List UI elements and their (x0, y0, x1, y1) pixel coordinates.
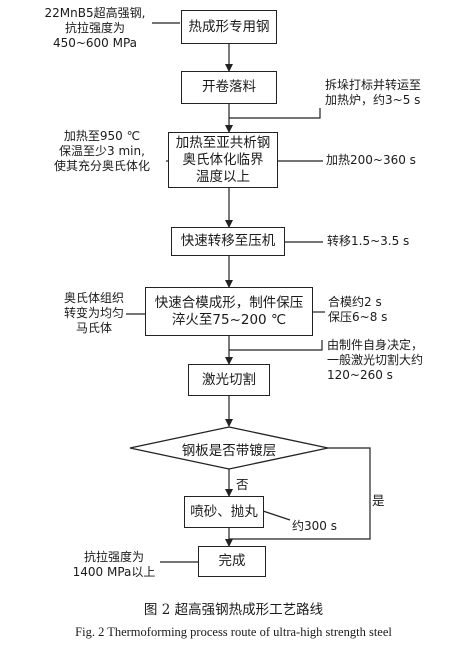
leader-blast-time (262, 510, 291, 521)
step-finish-label: 完成 (218, 553, 246, 569)
step-sandblast-label: 喷砂、抛丸 (190, 503, 258, 520)
step-sandblast: 喷砂、抛丸 (184, 496, 264, 528)
step-heating: 加热至亚共析钢 奥氏体化临界 温度以上 (168, 132, 278, 188)
note-heat-time: 加热200~360 s (326, 153, 416, 167)
arrow-yes-branch (229, 447, 371, 540)
step-uncoil-blank-label: 开卷落料 (202, 79, 256, 95)
step-special-steel-label: 热成形专用钢 (188, 18, 270, 35)
note-laser-time: 由制件自身决定， 一般激光切割大约 120~260 s (327, 338, 424, 382)
step-laser-cut: 激光切割 (188, 364, 270, 396)
step-fast-transfer: 快速转移至压机 (171, 227, 285, 256)
decision-coating (129, 426, 329, 470)
figure-caption-cn: 图 2 超高强钢热成形工艺路线 (143, 602, 324, 618)
figure-caption-en: Fig. 2 Thermoforming process route of ul… (75, 625, 392, 639)
note-material: 22MnB5超高强钢, 抗拉强度为 450~600 MPa (44, 6, 146, 50)
step-finish: 完成 (198, 546, 266, 577)
step-fast-transfer-label: 快速转移至压机 (180, 233, 276, 249)
note-heating: 加热至950 ℃ 保温至少3 min, 使其充分奥氏体化 (53, 129, 150, 173)
leader-laser-time (229, 340, 323, 351)
step-special-steel: 热成形专用钢 (181, 10, 277, 44)
step-press-quench: 快速合模成形，制件保压 淬火至75~200 ℃ (145, 287, 313, 336)
step-press-quench-label: 快速合模成形，制件保压 淬火至75~200 ℃ (154, 294, 304, 328)
note-unstack: 拆垛打标并转运至 加热炉，约3~5 s (325, 78, 422, 107)
note-blast-time: 约300 s (292, 519, 337, 533)
step-laser-cut-label: 激光切割 (202, 371, 256, 388)
note-transfer-time: 转移1.5~3.5 s (327, 234, 410, 248)
branch-no-label: 否 (236, 477, 249, 492)
step-heating-label: 加热至亚共析钢 奥氏体化临界 温度以上 (175, 134, 271, 185)
branch-yes-label: 是 (372, 493, 385, 508)
leader-unstack (229, 108, 321, 119)
step-uncoil-blank: 开卷落料 (181, 71, 277, 104)
note-transform: 奥氏体组织 转变为均匀 马氏体 (63, 291, 124, 335)
note-final: 抗拉强度为 1400 MPa以上 (72, 550, 156, 579)
note-press-time: 合模约2 s 保压6~8 s (328, 295, 388, 324)
decision-coating-label: 钢板是否带镀层 (181, 443, 277, 459)
